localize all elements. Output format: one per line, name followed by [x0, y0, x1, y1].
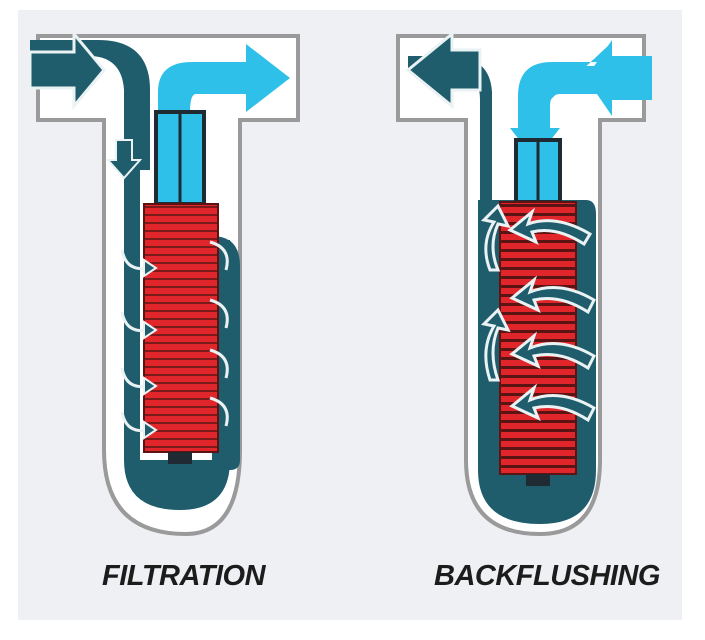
filtration-clean-outlet [158, 44, 290, 112]
curved-arrow-icon [480, 307, 511, 382]
backflush-end-plug [526, 474, 550, 486]
curved-arrow-icon [209, 396, 229, 427]
curved-arrow-icon [209, 348, 229, 379]
curved-arrow-icon [509, 331, 596, 371]
curved-arrow-icon [209, 298, 229, 329]
curved-arrow-icon [509, 383, 596, 423]
backflush-flow-arrows [480, 203, 596, 423]
curved-arrow-icon [507, 207, 593, 247]
filtration-fluid-body [30, 40, 230, 510]
backflushing-label: BACKFLUSHING [434, 560, 661, 592]
outflow-arrows [209, 240, 229, 427]
filtration-unit [28, 29, 300, 537]
backflush-inlet-arrow-icon [586, 40, 652, 116]
backflush-filter-element [499, 201, 577, 475]
curved-arrow-icon [480, 203, 511, 272]
downflow-arrow-icon [105, 139, 143, 180]
backflushing-unit [396, 30, 652, 537]
filtration-label: FILTRATION [102, 560, 266, 592]
inlet-arrow-icon [28, 29, 106, 111]
filter-element [143, 203, 219, 453]
curved-arrow-icon [209, 240, 229, 271]
curved-arrow-icon [509, 275, 596, 315]
filter-end-plug [168, 452, 192, 464]
backflush-outlet-arrow-icon [405, 30, 482, 110]
